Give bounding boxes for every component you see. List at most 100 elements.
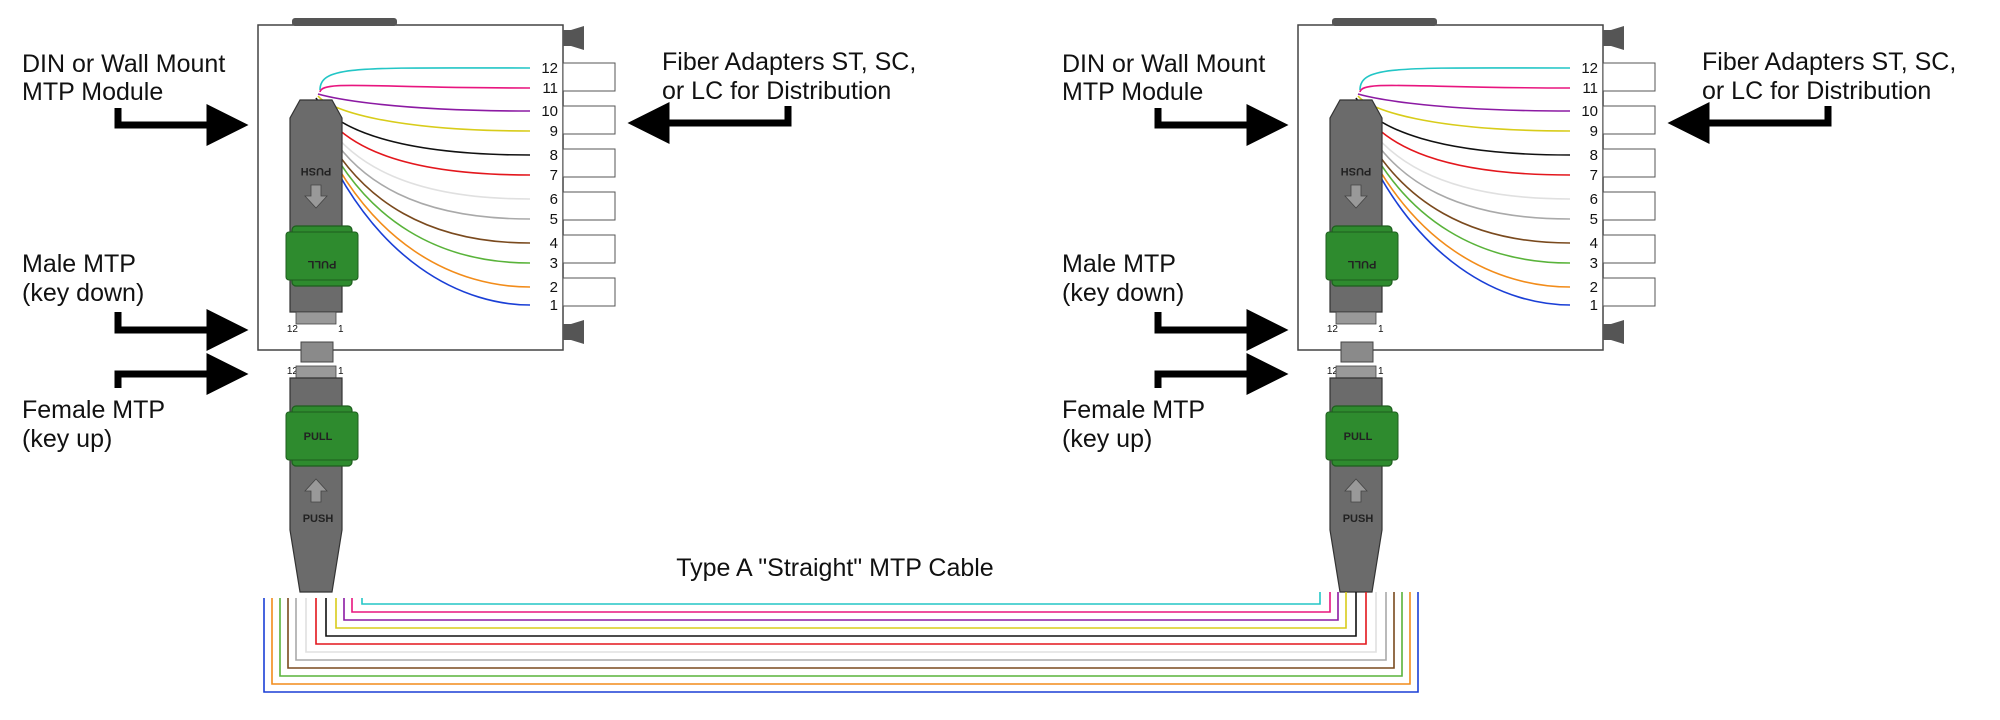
adapter-port [1602,148,1656,178]
fiber-number: 11 [542,80,558,97]
fiber-number: 9 [550,123,558,140]
pin-label: 12 [287,366,299,377]
fiber-number: 5 [550,211,558,228]
cable-fiber-6 [305,592,1377,653]
arrow-icon [1154,104,1289,146]
pull-label: PULL [1344,431,1373,443]
cable-fiber-3 [279,592,1403,677]
cable-fiber-1 [263,592,1419,693]
female-mtp-connector: 12 1 PULL PUSH [1325,365,1399,593]
module-label: DIN or Wall Mount [1062,50,1265,78]
adapter-port [562,191,616,221]
fiber-number: 12 [541,60,558,77]
fiber-number-labels: 12 11 10 9 8 7 6 5 4 3 2 1 [541,60,558,314]
label-arrows [1154,102,1832,395]
fiber-number: 4 [1590,235,1598,252]
cable-fiber-11 [351,592,1331,613]
mtp-coupler-key [300,341,334,363]
module-top-clip [292,18,397,26]
adapters-label: or LC for Distribution [662,77,891,105]
fiber-number: 6 [1590,191,1598,208]
fiber-number: 6 [550,191,558,208]
female-mtp-label: Female MTP [1062,396,1205,424]
arrow-icon [114,309,249,351]
push-label: PUSH [303,513,334,525]
mtp-coupler-key [1340,341,1374,363]
fiber-number: 7 [1590,167,1598,184]
arrow-icon [627,102,792,144]
fiber-number: 8 [1590,147,1598,164]
fiber-number: 2 [1590,279,1598,296]
fiber-number: 10 [1581,103,1598,120]
adapter-port [562,105,616,135]
fiber-number: 12 [1581,60,1598,77]
screw-icon [563,320,584,344]
arrow-icon [1154,353,1289,395]
adapter-port [1602,277,1656,307]
fiber-adapter-ports [562,62,616,307]
screw-icon [1603,320,1624,344]
cable-fiber-7 [315,592,1367,645]
cable-fiber-9 [335,592,1347,629]
fiber-number: 8 [550,147,558,164]
fiber-number: 9 [1590,123,1598,140]
adapters-label: or LC for Distribution [1702,77,1931,105]
pin-label: 1 [1378,366,1384,377]
module-label: DIN or Wall Mount [22,50,225,78]
pin-label: 1 [338,366,344,377]
arrow-icon [1667,102,1832,144]
female-mtp-connector: 12 1 PULL PUSH [285,365,359,593]
male-mtp-label: (key down) [22,279,144,307]
fiber-number: 2 [550,279,558,296]
pull-label: PULL [304,431,333,443]
male-mtp-connector: PUSH PULL 12 1 [285,99,359,335]
cable-fiber-2 [271,592,1411,685]
cable-fiber-10 [343,592,1339,621]
left-assembly: 12 11 10 9 8 7 6 5 4 3 2 1 PUSH PULL 12 … [22,18,916,593]
pull-label: PULL [1347,258,1376,270]
arrow-icon [1154,309,1289,351]
adapter-port [562,234,616,264]
module-top-clip [1332,18,1437,26]
fiber-number: 7 [550,167,558,184]
adapter-port [562,148,616,178]
arrow-icon [114,353,249,395]
male-mtp-label: Male MTP [22,250,136,278]
pin-label: 12 [287,324,299,335]
push-label: PUSH [1343,513,1374,525]
right-assembly: 12 11 10 9 8 7 6 5 4 3 2 1 PUSH PULL 12 … [1062,18,1956,593]
fiber-number: 4 [550,235,558,252]
pin-label: 1 [338,324,344,335]
cable-fiber-4 [287,592,1395,669]
cable-title: Type A "Straight" MTP Cable [676,554,993,582]
female-mtp-label: Female MTP [22,396,165,424]
module-label: MTP Module [1062,78,1203,106]
fiber-number: 3 [550,255,558,272]
pin-label: 12 [1327,324,1339,335]
adapter-port [1602,191,1656,221]
fiber-number: 1 [1590,297,1598,314]
cable-fiber-5 [295,592,1387,661]
screw-icon [1603,26,1624,50]
fiber-number-labels: 12 11 10 9 8 7 6 5 4 3 2 1 [1581,60,1598,314]
adapters-label: Fiber Adapters ST, SC, [662,48,916,76]
adapter-port [1602,62,1656,92]
adapters-label: Fiber Adapters ST, SC, [1702,48,1956,76]
female-mtp-label: (key up) [1062,425,1152,453]
mtp-cable-fibers [263,592,1419,693]
fiber-number: 5 [1590,211,1598,228]
adapter-port [562,62,616,92]
push-label: PUSH [301,165,332,177]
pin-label: 12 [1327,366,1339,377]
arrow-icon [114,104,249,146]
male-mtp-label: Male MTP [1062,250,1176,278]
male-mtp-label: (key down) [1062,279,1184,307]
male-mtp-connector: PUSH PULL 12 1 [1325,99,1399,335]
fiber-number: 1 [550,297,558,314]
fiber-adapter-ports [1602,62,1656,307]
label-arrows [114,102,792,395]
fiber-number: 11 [1582,80,1598,97]
adapter-port [562,277,616,307]
adapter-port [1602,234,1656,264]
